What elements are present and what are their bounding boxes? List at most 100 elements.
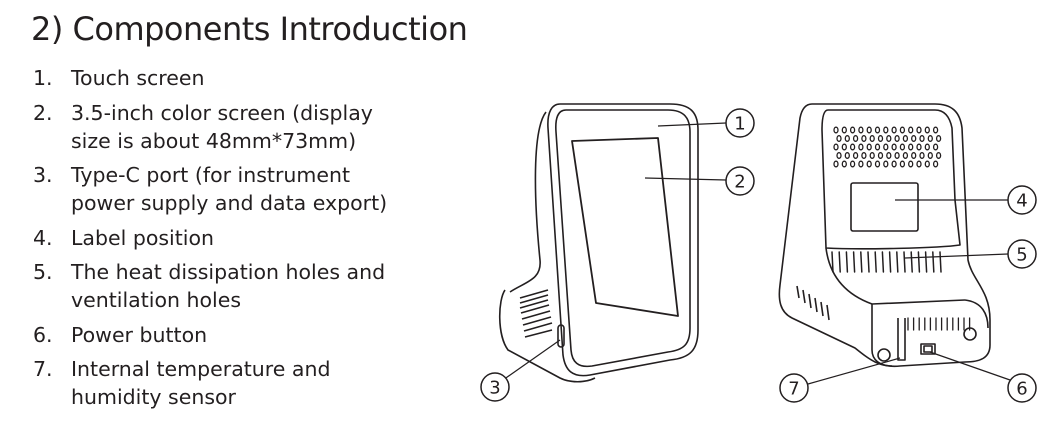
vent-hole (833, 143, 839, 151)
vent-hole (866, 160, 872, 168)
callout-1: 1 (725, 108, 755, 138)
list-item: 1. Touch screen (33, 64, 433, 92)
vent-hole (908, 160, 914, 168)
vent-hole (924, 160, 930, 168)
vent-hole (841, 143, 847, 151)
callout-4-number: 4 (1016, 191, 1027, 212)
item-text: 3.5-inch color screen (display size is a… (71, 100, 373, 153)
vent-hole (908, 143, 914, 151)
vent-hole (894, 152, 900, 159)
list-item: 5. The heat dissipation holes and ventil… (33, 258, 433, 314)
list-item: 2. 3.5-inch color screen (display size i… (33, 99, 433, 155)
item-number: 1. (33, 66, 53, 90)
list-item: 3. Type-C port (for instrument power sup… (33, 161, 433, 217)
vent-slot (939, 251, 942, 273)
item-text: Internal temperature and humidity sensor (71, 357, 331, 409)
item-number: 7. (33, 357, 53, 381)
vent-hole (841, 126, 847, 134)
vent-hole (916, 160, 922, 168)
vent-hole (899, 160, 906, 168)
vent-hole (886, 152, 892, 159)
callout-1-number: 1 (734, 114, 745, 135)
vent-hole (911, 135, 917, 142)
vent-hole (891, 160, 897, 168)
vent-hole (886, 135, 892, 142)
vent-hole (858, 143, 864, 151)
vent-hole (919, 135, 925, 142)
vent-hole (883, 143, 889, 151)
vent-slot (867, 251, 870, 273)
vent-hole (932, 126, 939, 134)
vent-hole (902, 135, 909, 142)
callout-2: 2 (725, 166, 755, 196)
vent-hole (932, 143, 939, 151)
vent-hole (935, 152, 942, 159)
vent-hole (894, 135, 900, 142)
vent-hole (841, 160, 847, 168)
vent-hole (924, 143, 930, 151)
vent-slot (881, 251, 885, 273)
vent-slot (831, 251, 834, 273)
vent-slot (888, 251, 892, 273)
vent-hole (844, 135, 850, 142)
callout-6-number: 6 (1016, 379, 1027, 400)
vent-hole (836, 152, 842, 159)
vent-hole (833, 126, 839, 134)
vent-hole (927, 135, 933, 142)
vent-slot (910, 251, 913, 273)
vent-slot (932, 251, 935, 273)
item-number: 2. (33, 100, 53, 125)
vent-slot (903, 251, 906, 273)
vent-slot (896, 251, 899, 273)
vent-slot (924, 251, 928, 273)
vent-hole (858, 160, 864, 168)
components-list: 1. Touch screen 2. 3.5-inch color screen… (33, 64, 433, 418)
vent-hole (874, 143, 881, 151)
vent-hole (932, 160, 939, 168)
vent-hole (869, 152, 875, 159)
vent-slot (845, 251, 849, 273)
vent-hole (849, 143, 856, 151)
list-item: 7. Internal temperature and humidity sen… (33, 355, 433, 411)
vent-hole (861, 152, 867, 159)
vent-hole (866, 143, 872, 151)
vent-hole (877, 135, 884, 142)
vent-hole (833, 160, 839, 168)
callout-5-number: 5 (1016, 245, 1027, 266)
vent-slot (860, 251, 863, 273)
vent-slot (852, 251, 856, 273)
vent-hole (902, 152, 909, 159)
vent-hole (911, 152, 917, 159)
item-number: 4. (33, 225, 53, 250)
callout-4: 4 (1007, 185, 1037, 215)
list-item: 4. Label position (33, 224, 433, 252)
vent-hole (924, 126, 930, 134)
vent-hole (836, 135, 842, 142)
vent-hole (919, 152, 925, 159)
vent-hole (883, 160, 889, 168)
vent-slot (917, 251, 921, 273)
item-text: Touch screen (71, 66, 205, 90)
ventilation-slots-lower (907, 317, 971, 331)
vent-hole (916, 126, 922, 134)
vent-hole (874, 126, 881, 134)
vent-hole (908, 126, 914, 134)
callout-7: 7 (779, 373, 809, 403)
device-back-view (778, 103, 991, 368)
vent-hole (891, 143, 897, 151)
ventilation-dots-top (833, 126, 942, 168)
callout-3-number: 3 (489, 378, 500, 399)
item-text: The heat dissipation holes and ventilati… (71, 260, 386, 312)
callout-leaders (502, 122, 1011, 385)
vent-hole (883, 126, 889, 134)
vent-hole (869, 135, 875, 142)
item-number: 5. (33, 260, 53, 284)
vent-slot (838, 251, 841, 273)
vent-hole (899, 143, 906, 151)
item-text: Label position (71, 225, 215, 250)
vent-hole (927, 152, 933, 159)
list-item: 6. Power button (33, 321, 433, 349)
vent-hole (852, 152, 859, 159)
callout-2-number: 2 (734, 172, 745, 193)
